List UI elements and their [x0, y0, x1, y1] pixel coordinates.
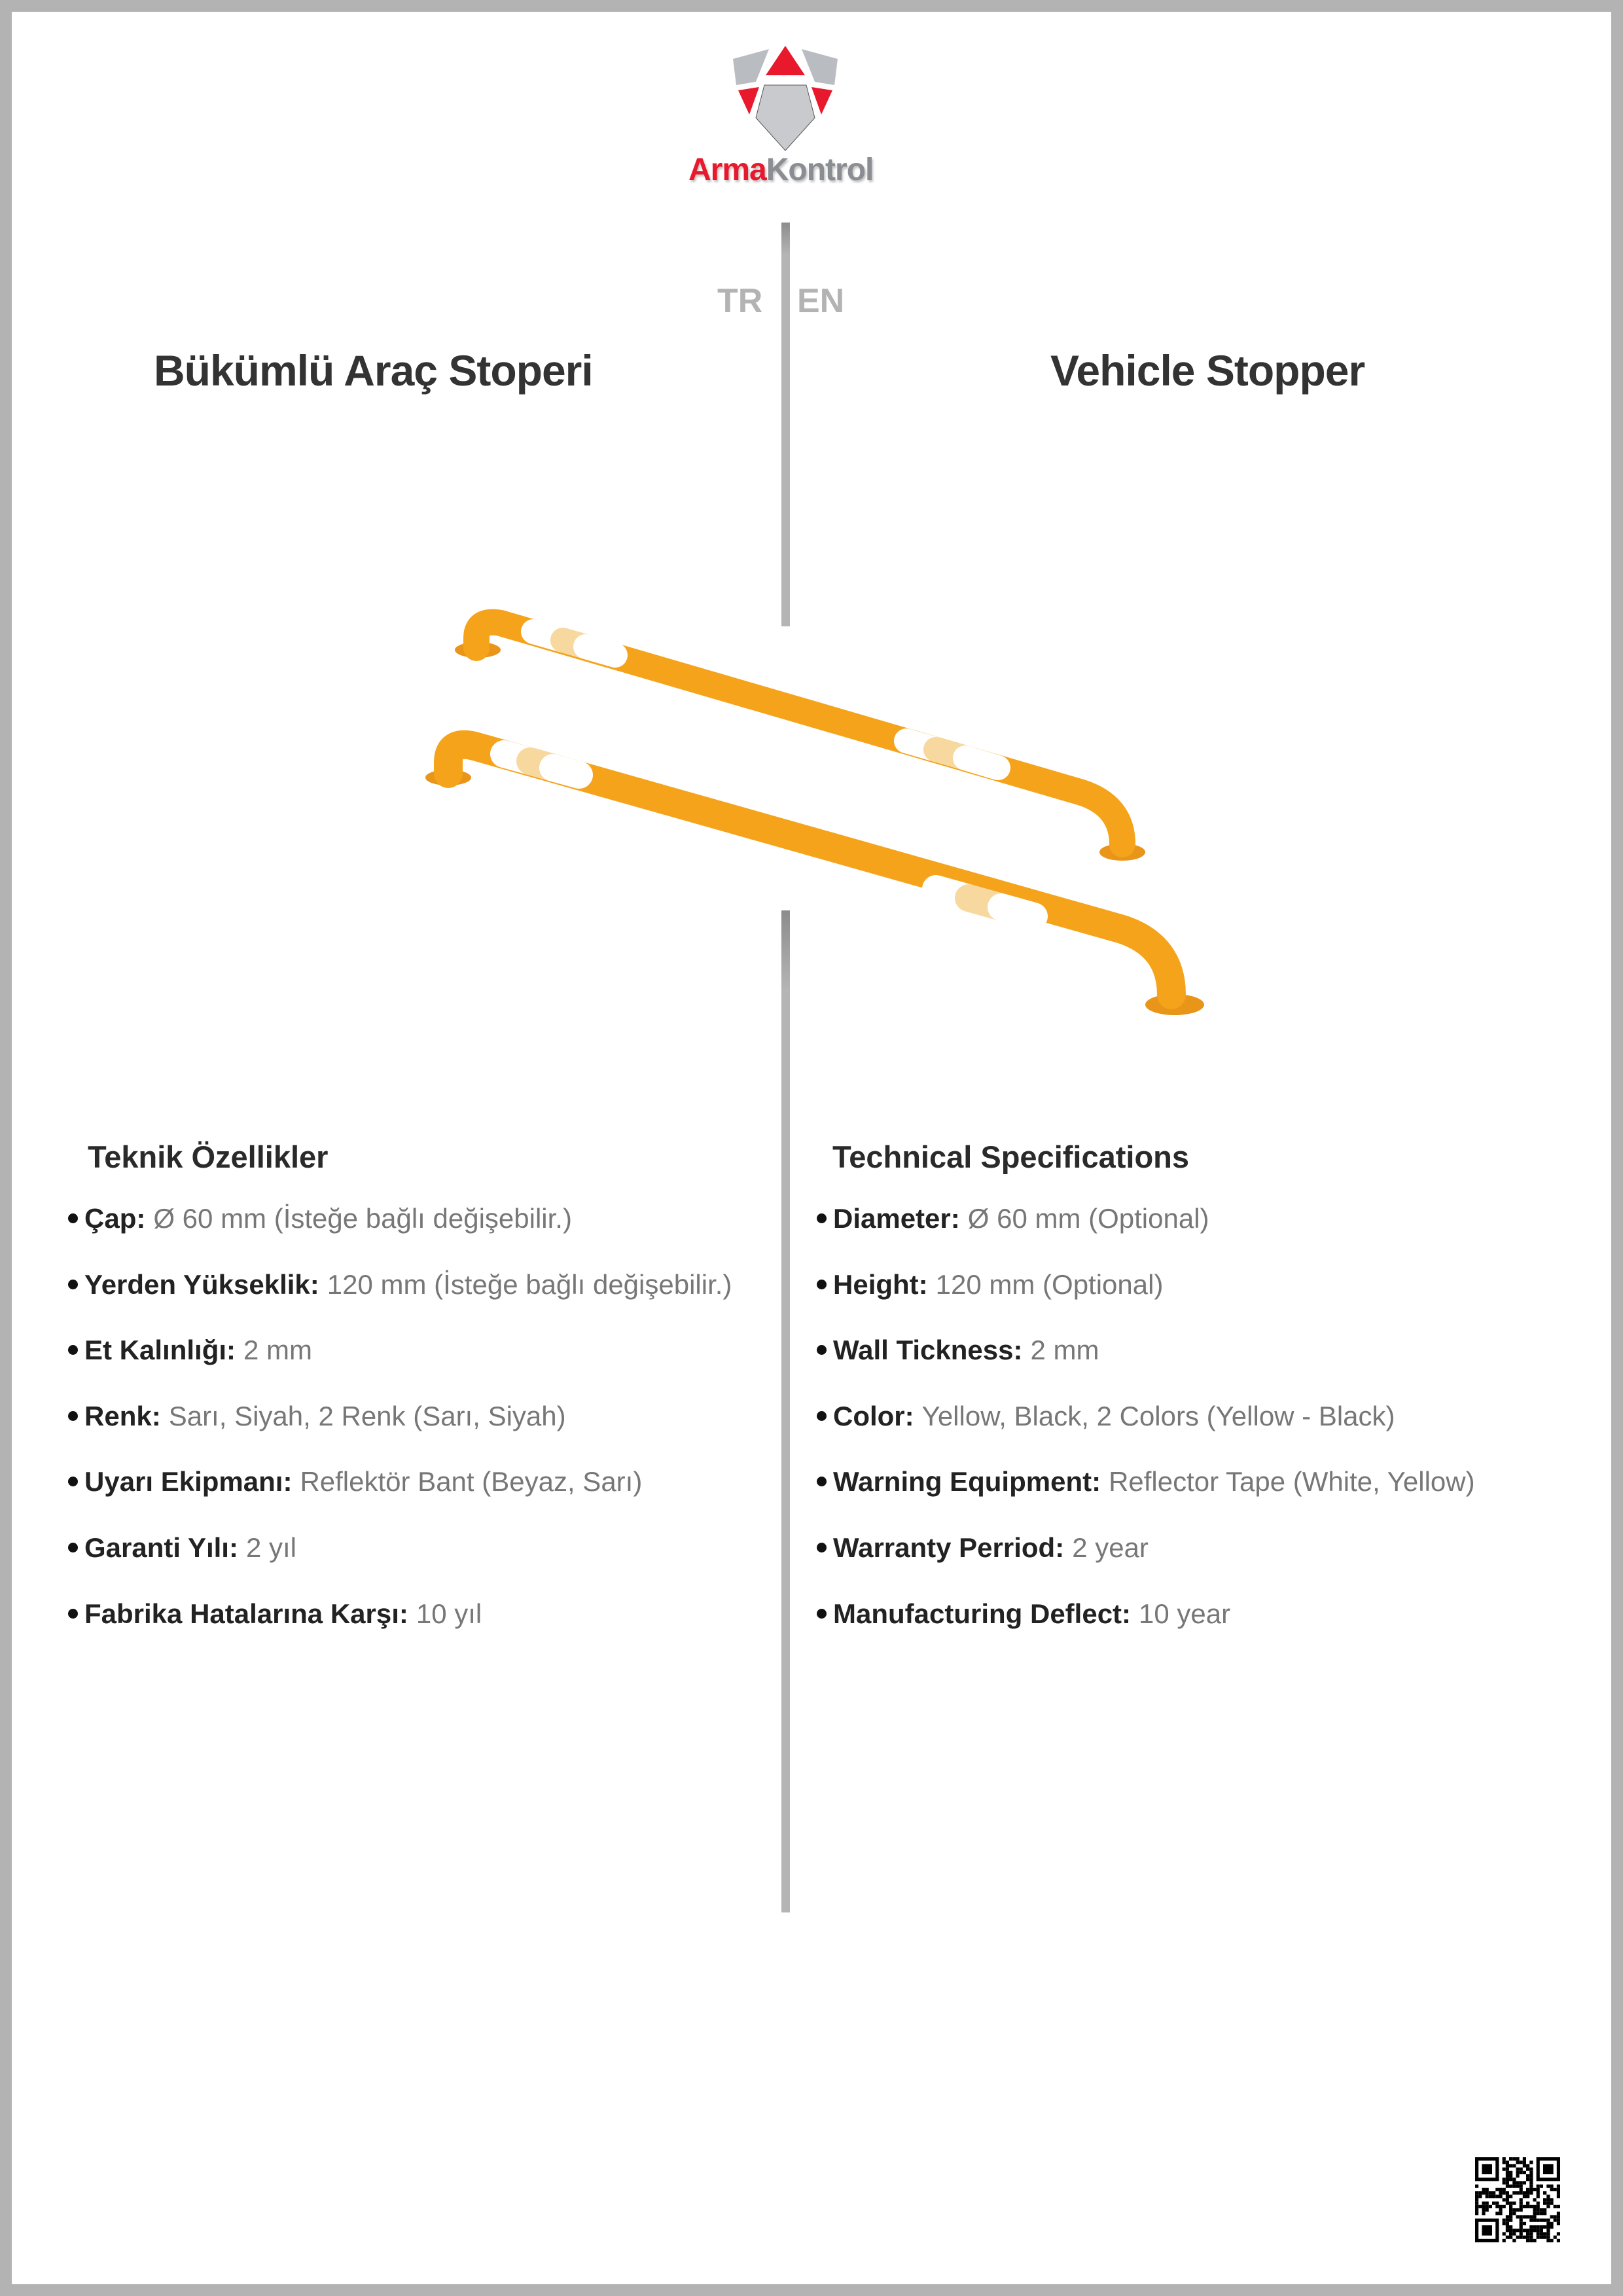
vehicle-stopper-image: [425, 609, 1204, 1015]
spec-value: 10 year: [1139, 1598, 1231, 1629]
stopper-bar-back: [455, 609, 1145, 861]
spec-item: Warranty Perriod:2 year: [817, 1532, 1475, 1598]
bullet-icon: [68, 1608, 78, 1619]
spec-label: Warranty Perriod:: [833, 1532, 1065, 1563]
spec-label: Renk:: [84, 1400, 161, 1431]
top-divider: [781, 223, 790, 626]
armakontrol-shield-logo: [733, 46, 838, 151]
bullet-icon: [68, 1345, 78, 1355]
spec-item: Wall Tickness:2 mm: [817, 1335, 1475, 1401]
bullet-icon: [68, 1477, 78, 1487]
brand-name-arma: Arma: [688, 152, 767, 187]
spec-value: Reflector Tape (White, Yellow): [1109, 1466, 1475, 1498]
spec-label: Uyarı Ekipmanı:: [84, 1466, 293, 1498]
spec-value: Yellow, Black, 2 Colors (Yellow - Black): [921, 1400, 1395, 1431]
bullet-icon: [68, 1213, 78, 1223]
specs-heading-en: Technical Specifications: [832, 1139, 1190, 1174]
spec-value: 2 yıl: [245, 1532, 296, 1563]
bottom-divider: [781, 910, 790, 1912]
spec-value: 2 mm: [1030, 1335, 1099, 1366]
spec-value: Ø 60 mm (İsteğe bağlı değişebilir.): [153, 1203, 572, 1234]
title-en: Vehicle Stopper: [1050, 346, 1365, 395]
specs-list-en: Diameter:Ø 60 mm (Optional) Height:120 m…: [817, 1203, 1475, 1664]
spec-label: Garanti Yılı:: [84, 1532, 238, 1563]
spec-label: Warning Equipment:: [833, 1466, 1101, 1498]
bullet-icon: [817, 1608, 827, 1619]
spec-value: 2 year: [1072, 1532, 1149, 1563]
spec-item: Uyarı Ekipmanı:Reflektör Bant (Beyaz, Sa…: [68, 1466, 732, 1532]
spec-item: Garanti Yılı:2 yıl: [68, 1532, 732, 1598]
spec-item: Fabrika Hatalarına Karşı: 10 yıl: [68, 1598, 732, 1664]
bullet-icon: [817, 1542, 827, 1552]
spec-item: Diameter:Ø 60 mm (Optional): [817, 1203, 1475, 1269]
spec-item: Manufacturing Deflect:10 year: [817, 1598, 1475, 1664]
title-tr: Bükümlü Araç Stoperi: [154, 346, 594, 395]
spec-value: Sarı, Siyah, 2 Renk (Sarı, Siyah): [168, 1400, 566, 1431]
spec-label: Diameter:: [833, 1203, 960, 1234]
spec-value: 120 mm (İsteğe bağlı değişebilir.): [327, 1268, 732, 1300]
spec-item: Yerden Yükseklik:120 mm (İsteğe bağlı de…: [68, 1269, 732, 1335]
bullet-icon: [68, 1542, 78, 1552]
spec-value: 10 yıl: [416, 1598, 482, 1629]
bullet-icon: [68, 1410, 78, 1421]
bullet-icon: [817, 1410, 827, 1421]
spec-label: Et Kalınlığı:: [84, 1335, 236, 1366]
bullet-icon: [817, 1345, 827, 1355]
spec-label: Wall Tickness:: [833, 1335, 1023, 1366]
spec-value: Reflektör Bant (Beyaz, Sarı): [300, 1466, 643, 1498]
bullet-icon: [817, 1213, 827, 1223]
spec-label: Fabrika Hatalarına Karşı:: [84, 1598, 408, 1629]
spec-item: Height:120 mm (Optional): [817, 1269, 1475, 1335]
bullet-icon: [817, 1279, 827, 1289]
spec-item: Color:Yellow, Black, 2 Colors (Yellow - …: [817, 1401, 1475, 1467]
datasheet-page: [12, 12, 1611, 2284]
spec-label: Manufacturing Deflect:: [833, 1598, 1132, 1629]
spec-value: Ø 60 mm (Optional): [967, 1203, 1209, 1234]
spec-item: Renk:Sarı, Siyah, 2 Renk (Sarı, Siyah): [68, 1401, 732, 1467]
spec-value: 120 mm (Optional): [935, 1268, 1164, 1300]
brand-name-kontrol: Kontrol: [766, 152, 874, 187]
bullet-icon: [817, 1477, 827, 1487]
spec-value: 2 mm: [243, 1335, 312, 1366]
stopper-bar-front: [425, 730, 1204, 1015]
spec-label: Yerden Yükseklik:: [84, 1268, 319, 1300]
spec-item: Et Kalınlığı:2 mm: [68, 1335, 732, 1401]
qr-code-icon[interactable]: [1475, 2157, 1560, 2242]
spec-label: Çap:: [84, 1203, 146, 1234]
spec-item: Warning Equipment:Reflector Tape (White,…: [817, 1466, 1475, 1532]
language-tr[interactable]: TR: [717, 282, 763, 320]
specs-heading-tr: Teknik Özellikler: [88, 1139, 329, 1174]
bullet-icon: [68, 1279, 78, 1289]
spec-label: Height:: [833, 1268, 928, 1300]
language-en[interactable]: EN: [797, 282, 845, 320]
brand-wordmark: ArmaKontrol: [688, 152, 874, 188]
specs-list-tr: Çap:Ø 60 mm (İsteğe bağlı değişebilir.) …: [68, 1203, 732, 1664]
spec-item: Çap:Ø 60 mm (İsteğe bağlı değişebilir.): [68, 1203, 732, 1269]
spec-label: Color:: [833, 1400, 914, 1431]
